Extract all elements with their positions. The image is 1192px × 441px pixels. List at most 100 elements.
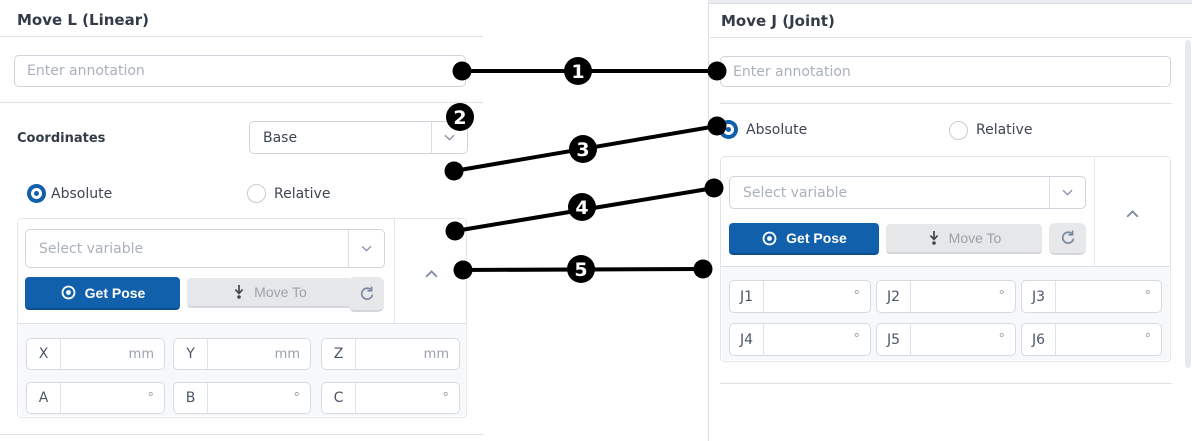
callout-number-4: 4 bbox=[575, 197, 588, 219]
field-label: Y bbox=[174, 339, 208, 369]
field-unit: ° bbox=[1144, 332, 1152, 347]
radio-relative-label: Relative bbox=[976, 122, 1033, 138]
pose-field-x: X mm bbox=[26, 338, 165, 370]
radio-relative[interactable] bbox=[949, 121, 968, 140]
move-to-label: Move To bbox=[948, 230, 1002, 246]
pose-group-box: Select variable Get Pose Move To bbox=[17, 218, 467, 418]
refresh-button[interactable] bbox=[349, 277, 384, 312]
chevron-down-icon bbox=[1049, 177, 1085, 208]
field-unit: ° bbox=[147, 390, 155, 406]
pose-field-c: C ° bbox=[321, 382, 460, 414]
coordinates-select-value: Base bbox=[263, 129, 298, 146]
joint-field-j2-input[interactable] bbox=[911, 281, 997, 312]
callout-endpoint-dot bbox=[444, 161, 464, 181]
variable-select[interactable]: Select variable bbox=[25, 229, 385, 268]
divider bbox=[720, 383, 1172, 384]
radio-relative-label: Relative bbox=[274, 186, 331, 202]
field-label: J4 bbox=[730, 324, 764, 355]
callout-number-5: 5 bbox=[574, 259, 587, 281]
field-unit: ° bbox=[853, 332, 861, 347]
variable-select-placeholder: Select variable bbox=[39, 240, 144, 257]
callout-badge-4 bbox=[568, 193, 596, 221]
field-unit: ° bbox=[1144, 289, 1152, 304]
divider bbox=[0, 36, 483, 37]
callout-badge-3 bbox=[569, 135, 597, 163]
joint-field-j3-input[interactable] bbox=[1056, 281, 1143, 312]
scrollbar[interactable] bbox=[1185, 40, 1191, 368]
variable-select[interactable]: Select variable bbox=[729, 176, 1086, 209]
field-label: C bbox=[322, 383, 356, 413]
radio-absolute[interactable] bbox=[719, 120, 738, 139]
joint-field-j2: J2 ° bbox=[876, 280, 1016, 313]
move-to-icon bbox=[234, 285, 244, 299]
refresh-icon bbox=[1061, 230, 1074, 244]
get-pose-label: Get Pose bbox=[786, 230, 847, 246]
joint-field-j6: J6 ° bbox=[1021, 323, 1162, 356]
radio-relative[interactable] bbox=[247, 184, 266, 203]
field-unit: ° bbox=[442, 390, 450, 406]
pose-field-z: Z mm bbox=[321, 338, 460, 370]
divider bbox=[710, 37, 1192, 38]
divider bbox=[720, 103, 1172, 104]
get-pose-button[interactable]: Get Pose bbox=[25, 277, 180, 310]
callout-badge-5 bbox=[567, 255, 595, 283]
callout-line-3 bbox=[453, 124, 718, 173]
annotation-input[interactable] bbox=[14, 55, 466, 87]
chevron-up-icon bbox=[425, 270, 437, 278]
divider bbox=[1094, 157, 1095, 266]
get-pose-icon bbox=[61, 285, 76, 300]
coordinates-select[interactable]: Base bbox=[249, 121, 468, 154]
radio-absolute[interactable] bbox=[27, 184, 46, 203]
field-unit: ° bbox=[998, 332, 1006, 347]
joint-field-j4-input[interactable] bbox=[764, 324, 852, 355]
refresh-button[interactable] bbox=[1049, 223, 1086, 255]
joint-field-j5: J5 ° bbox=[876, 323, 1016, 356]
get-pose-label: Get Pose bbox=[84, 284, 146, 301]
field-unit: mm bbox=[128, 346, 154, 362]
annotation-input[interactable] bbox=[720, 56, 1171, 87]
chevron-down-icon bbox=[348, 230, 384, 267]
pose-field-b-input[interactable] bbox=[208, 383, 292, 413]
field-label: A bbox=[27, 383, 61, 413]
divider bbox=[394, 219, 395, 323]
callout-line-5 bbox=[462, 267, 704, 272]
move-to-icon bbox=[929, 231, 938, 245]
callout-line-4 bbox=[454, 186, 715, 233]
joint-group-box: Select variable Get Pose Move To bbox=[720, 156, 1171, 362]
pose-field-z-input[interactable] bbox=[356, 339, 422, 369]
divider bbox=[18, 323, 466, 324]
collapse-button[interactable] bbox=[1119, 205, 1145, 223]
get-pose-icon bbox=[762, 231, 777, 245]
move-to-button[interactable]: Move To bbox=[187, 278, 352, 308]
field-label: J1 bbox=[730, 281, 764, 312]
pose-field-x-input[interactable] bbox=[61, 339, 127, 369]
callout-number-3: 3 bbox=[576, 139, 589, 161]
move-to-button[interactable]: Move To bbox=[886, 224, 1042, 254]
get-pose-button[interactable]: Get Pose bbox=[729, 223, 879, 255]
field-unit: ° bbox=[998, 289, 1006, 304]
field-label: J5 bbox=[877, 324, 911, 355]
pose-field-a-input[interactable] bbox=[61, 383, 146, 413]
chevron-down-icon bbox=[431, 122, 467, 153]
pose-field-y: Y mm bbox=[173, 338, 311, 370]
page-title: Move L (Linear) bbox=[17, 11, 149, 29]
collapse-button[interactable] bbox=[418, 265, 444, 283]
field-label: J3 bbox=[1022, 281, 1056, 312]
field-unit: mm bbox=[423, 346, 449, 362]
joint-field-j1-input[interactable] bbox=[764, 281, 852, 312]
field-label: Z bbox=[322, 339, 356, 369]
joint-field-j6-input[interactable] bbox=[1056, 324, 1143, 355]
field-label: J2 bbox=[877, 281, 911, 312]
radio-absolute-label: Absolute bbox=[51, 186, 113, 202]
move-to-label: Move To bbox=[254, 284, 307, 300]
field-label: X bbox=[27, 339, 61, 369]
joint-field-j5-input[interactable] bbox=[911, 324, 997, 355]
refresh-icon bbox=[360, 285, 373, 300]
divider bbox=[721, 266, 1170, 267]
joint-field-j1: J1 ° bbox=[729, 280, 871, 313]
chevron-up-icon bbox=[1126, 210, 1138, 218]
divider bbox=[0, 434, 483, 435]
pose-field-c-input[interactable] bbox=[356, 383, 441, 413]
pose-field-b: B ° bbox=[173, 382, 311, 414]
pose-field-y-input[interactable] bbox=[208, 339, 273, 369]
